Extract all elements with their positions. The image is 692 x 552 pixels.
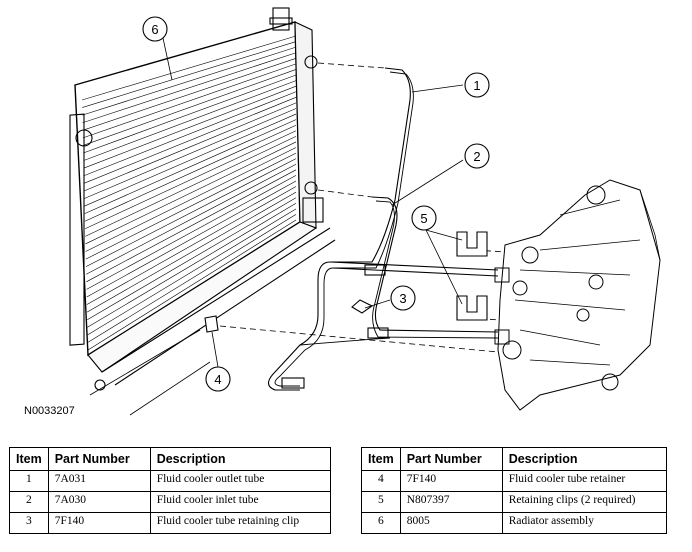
outlet-tube <box>267 67 411 391</box>
radiator-fin <box>86 191 297 313</box>
table-row: 3 7F140 Fluid cooler tube retaining clip <box>9 512 332 534</box>
table-row: 4 7F140 Fluid cooler tube retainer <box>361 470 668 492</box>
row-part-number: 7F140 <box>399 470 503 492</box>
radiator-fin <box>87 203 297 328</box>
radiator-fin <box>82 58 297 131</box>
callout-1: 1 <box>473 78 480 93</box>
header-part-number: Part Number <box>47 447 151 471</box>
row-description: Fluid cooler tube retaining clip <box>149 512 332 534</box>
radiator-fin <box>85 147 297 252</box>
row-item: 6 <box>361 512 401 534</box>
radiator-fin <box>85 158 297 267</box>
callout-2: 2 <box>473 149 480 164</box>
radiator-fin <box>83 97 297 184</box>
radiator-fin <box>82 69 297 146</box>
radiator-fin <box>83 74 297 154</box>
row-description: Fluid cooler inlet tube <box>149 491 332 513</box>
radiator-fin <box>86 169 297 283</box>
row-description: Fluid cooler tube retainer <box>501 470 668 492</box>
radiator-fin <box>86 180 297 298</box>
radiator-fin <box>82 41 297 108</box>
row-part-number: 7F140 <box>47 512 151 534</box>
radiator-fin <box>85 136 297 237</box>
radiator-fin <box>83 91 297 177</box>
radiator-fin <box>85 152 297 260</box>
radiator-fin <box>83 80 297 161</box>
table-row: 5 N807397 Retaining clips (2 required) <box>361 491 668 513</box>
row-part-number: N807397 <box>399 491 503 513</box>
radiator-fin <box>82 46 297 116</box>
radiator-fin <box>87 219 297 351</box>
row-item: 1 <box>9 470 49 492</box>
table-row: 6 8005 Radiator assembly <box>361 512 668 534</box>
header-description: Description <box>149 447 332 471</box>
table-row: 2 7A030 Fluid cooler inlet tube <box>9 491 332 513</box>
figure-id: N0033207 <box>24 405 75 417</box>
header-part-number: Part Number <box>399 447 503 471</box>
header-item: Item <box>361 447 401 471</box>
callout-3: 3 <box>399 291 406 306</box>
radiator-fin <box>87 197 297 320</box>
inlet-tube <box>371 196 499 333</box>
row-item: 3 <box>9 512 49 534</box>
radiator-fin <box>82 63 297 139</box>
exploded-view-diagram: 6 1 2 3 5 4 <box>69 7 661 416</box>
row-description: Radiator assembly <box>501 512 668 534</box>
table-header-row: Item Part Number Description <box>9 447 332 471</box>
row-item: 4 <box>361 470 401 492</box>
table-row: 1 7A031 Fluid cooler outlet tube <box>9 470 332 492</box>
radiator-fin <box>86 175 297 290</box>
header-description: Description <box>501 447 668 471</box>
radiator-fin <box>83 85 297 169</box>
radiator-fin <box>81 35 297 101</box>
row-part-number: 7A031 <box>47 470 151 492</box>
radiator-fin <box>84 124 297 222</box>
radiator-fin <box>84 102 297 192</box>
retaining-clips <box>456 231 488 321</box>
radiator-fin <box>84 113 297 207</box>
parts-table-right: Item Part Number Description 4 7F140 Flu… <box>361 447 668 534</box>
parts-table-left: Item Part Number Description 1 7A031 Flu… <box>9 447 332 534</box>
radiator-fin <box>86 163 297 275</box>
row-part-number: 7A030 <box>47 491 151 513</box>
radiator-fin <box>87 214 297 343</box>
row-description: Retaining clips (2 required) <box>501 491 668 513</box>
header-item: Item <box>9 447 49 471</box>
radiator-fin <box>87 208 297 336</box>
radiator-fin <box>86 186 297 305</box>
row-item: 5 <box>361 491 401 513</box>
radiator-fin <box>82 52 297 124</box>
radiator-fin <box>85 141 297 245</box>
callout-6: 6 <box>151 22 158 37</box>
table-header-row: Item Part Number Description <box>361 447 668 471</box>
callout-4: 4 <box>214 372 221 387</box>
radiator-assembly <box>69 7 336 416</box>
radiator-fin <box>84 119 297 214</box>
radiator-fin <box>84 130 297 230</box>
callout-5: 5 <box>420 211 427 226</box>
radiator-fin <box>84 108 297 199</box>
transmission-housing <box>494 179 661 411</box>
row-item: 2 <box>9 491 49 513</box>
row-description: Fluid cooler outlet tube <box>149 470 332 492</box>
row-part-number: 8005 <box>399 512 503 534</box>
